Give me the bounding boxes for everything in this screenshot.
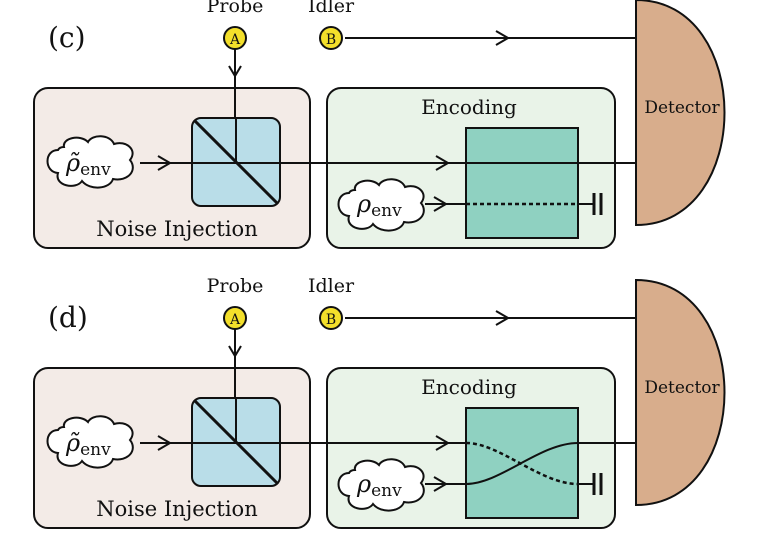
encoding-env-symbol: ρenv xyxy=(356,190,402,221)
encoding-label: Encoding xyxy=(421,95,517,119)
encoding-env-cloud xyxy=(337,458,425,512)
probe-port xyxy=(223,26,247,50)
detector-label: Detector xyxy=(644,378,720,398)
detector-label: Detector xyxy=(644,98,720,118)
probe-label: Probe xyxy=(207,0,264,17)
signal-arrow-1 xyxy=(157,155,172,171)
encoding-env-arrow xyxy=(433,476,448,492)
noise-env-rho: ρ̃ xyxy=(65,429,80,457)
swap-path-env-solid xyxy=(465,442,579,485)
idler-port xyxy=(319,306,343,330)
signal-arrow-1 xyxy=(157,435,172,451)
noise-env-subscript: env xyxy=(80,160,111,180)
idler-port-letter: B xyxy=(326,32,336,48)
panel-d: (d) Probe A Idler B Noise Injection Enco… xyxy=(33,275,726,529)
detector xyxy=(635,278,726,507)
panel-label: (d) xyxy=(48,301,88,334)
probe-label: Probe xyxy=(207,275,264,297)
encoding-env-subscript: env xyxy=(371,201,402,221)
probe-port-letter: A xyxy=(229,32,241,48)
noise-env-subscript: env xyxy=(80,440,111,460)
probe-arrow xyxy=(228,65,242,78)
noise-env-symbol: ρ̃env xyxy=(65,429,111,460)
detector xyxy=(635,0,726,227)
idler-port-letter: B xyxy=(326,312,336,328)
encoding-env-subscript: env xyxy=(371,481,402,501)
encoding-env-symbol: ρenv xyxy=(356,470,402,501)
encoding-env-rho: ρ xyxy=(356,470,371,498)
encoding-env-arrow xyxy=(433,196,448,212)
noise-env-symbol: ρ̃env xyxy=(65,149,111,180)
encoding-unit xyxy=(465,127,579,239)
panel-label: (c) xyxy=(48,21,86,54)
signal-arrow-2 xyxy=(435,435,450,451)
panel-c: (c) Probe A Idler B Noise Injection Enco… xyxy=(33,0,726,249)
noise-injection-label: Noise Injection xyxy=(96,497,257,521)
noise-env-cloud xyxy=(46,135,134,189)
noise-env-rho: ρ̃ xyxy=(65,149,80,177)
probe-port-letter: A xyxy=(229,312,241,328)
idler-label: Idler xyxy=(308,275,355,297)
probe-port xyxy=(223,306,247,330)
encoding-env-rho: ρ xyxy=(356,190,371,218)
idler-label: Idler xyxy=(308,0,355,17)
noise-injection-label: Noise Injection xyxy=(96,217,257,241)
encoding-env-cloud xyxy=(337,178,425,232)
encoding-label: Encoding xyxy=(421,375,517,399)
idler-arrow xyxy=(495,30,510,46)
noise-env-cloud xyxy=(46,415,134,469)
idler-port xyxy=(319,26,343,50)
probe-arrow xyxy=(228,345,242,358)
idler-arrow xyxy=(495,310,510,326)
signal-arrow-2 xyxy=(435,155,450,171)
